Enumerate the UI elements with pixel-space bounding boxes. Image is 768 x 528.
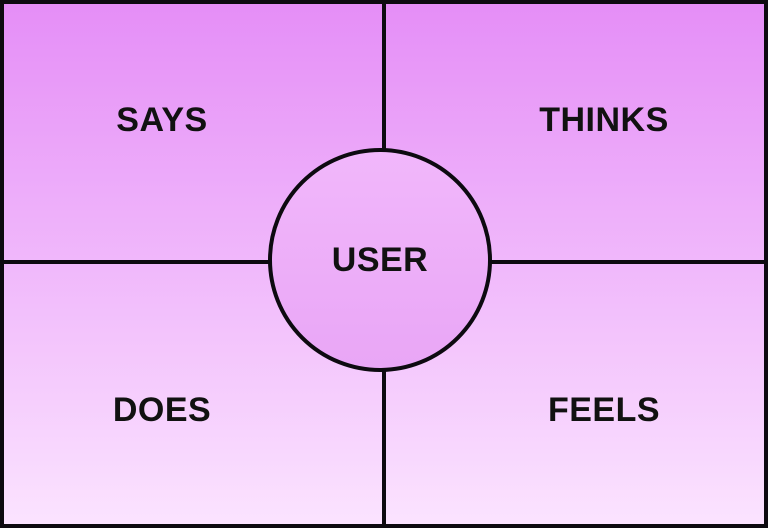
quadrant-says-label: SAYS (116, 101, 208, 139)
quadrant-feels-label: FEELS (547, 391, 661, 429)
user-center-circle: USER (268, 148, 492, 372)
quadrant-thinks-label: THINKS (539, 101, 669, 139)
user-label: USER (331, 240, 429, 279)
quadrant-does-label: DOES (112, 391, 212, 429)
